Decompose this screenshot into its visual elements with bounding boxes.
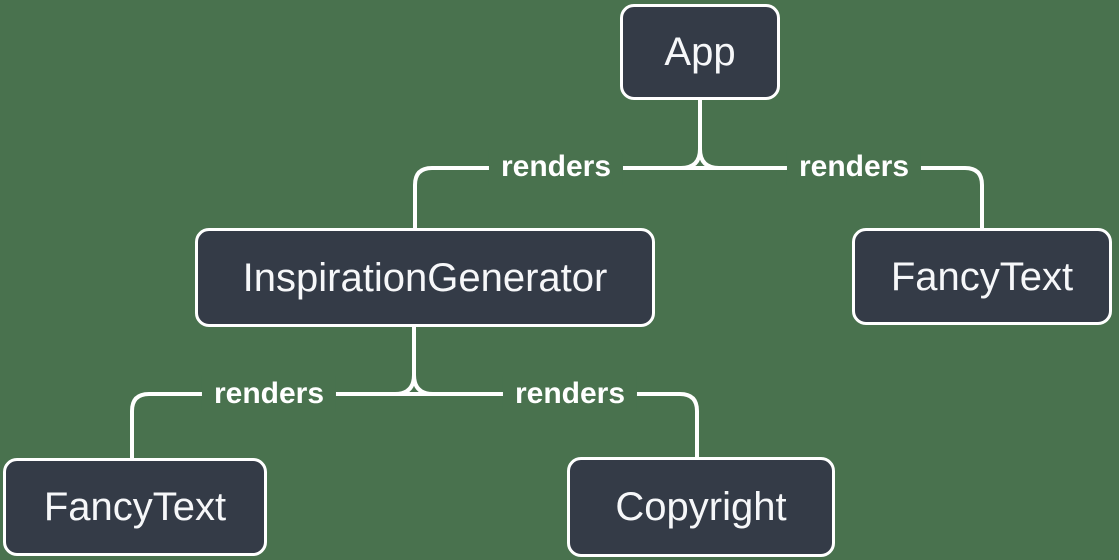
node-label: FancyText [890, 254, 1074, 299]
edge-label-renders: renders [786, 149, 922, 185]
edges-from-app [413, 98, 984, 237]
node-app: App [620, 4, 780, 100]
edge-label-renders: renders [488, 149, 624, 185]
edge-path-inspiration-fillet-left [393, 373, 416, 396]
edges-from-inspiration-generator [130, 325, 699, 466]
node-copyright: Copyright [567, 457, 835, 557]
edge-label-renders: renders [201, 376, 337, 412]
edge-path-app-fillet-right [698, 147, 721, 170]
node-fancy-text-top: FancyText [852, 228, 1112, 325]
node-label: InspirationGenerator [242, 255, 608, 300]
node-label: App [664, 30, 736, 74]
edge-path-app-fillet-left [679, 147, 702, 170]
edge-path-inspiration-fillet-right [412, 373, 435, 396]
edge-path-inspiration-branch [130, 392, 699, 466]
node-label: FancyText [43, 485, 227, 529]
edge-path-app-branch [413, 166, 984, 237]
node-label: Copyright [615, 485, 787, 529]
edge-label-renders: renders [502, 376, 638, 412]
node-inspiration-generator: InspirationGenerator [195, 228, 655, 327]
node-fancy-text-bottom: FancyText [3, 458, 267, 556]
